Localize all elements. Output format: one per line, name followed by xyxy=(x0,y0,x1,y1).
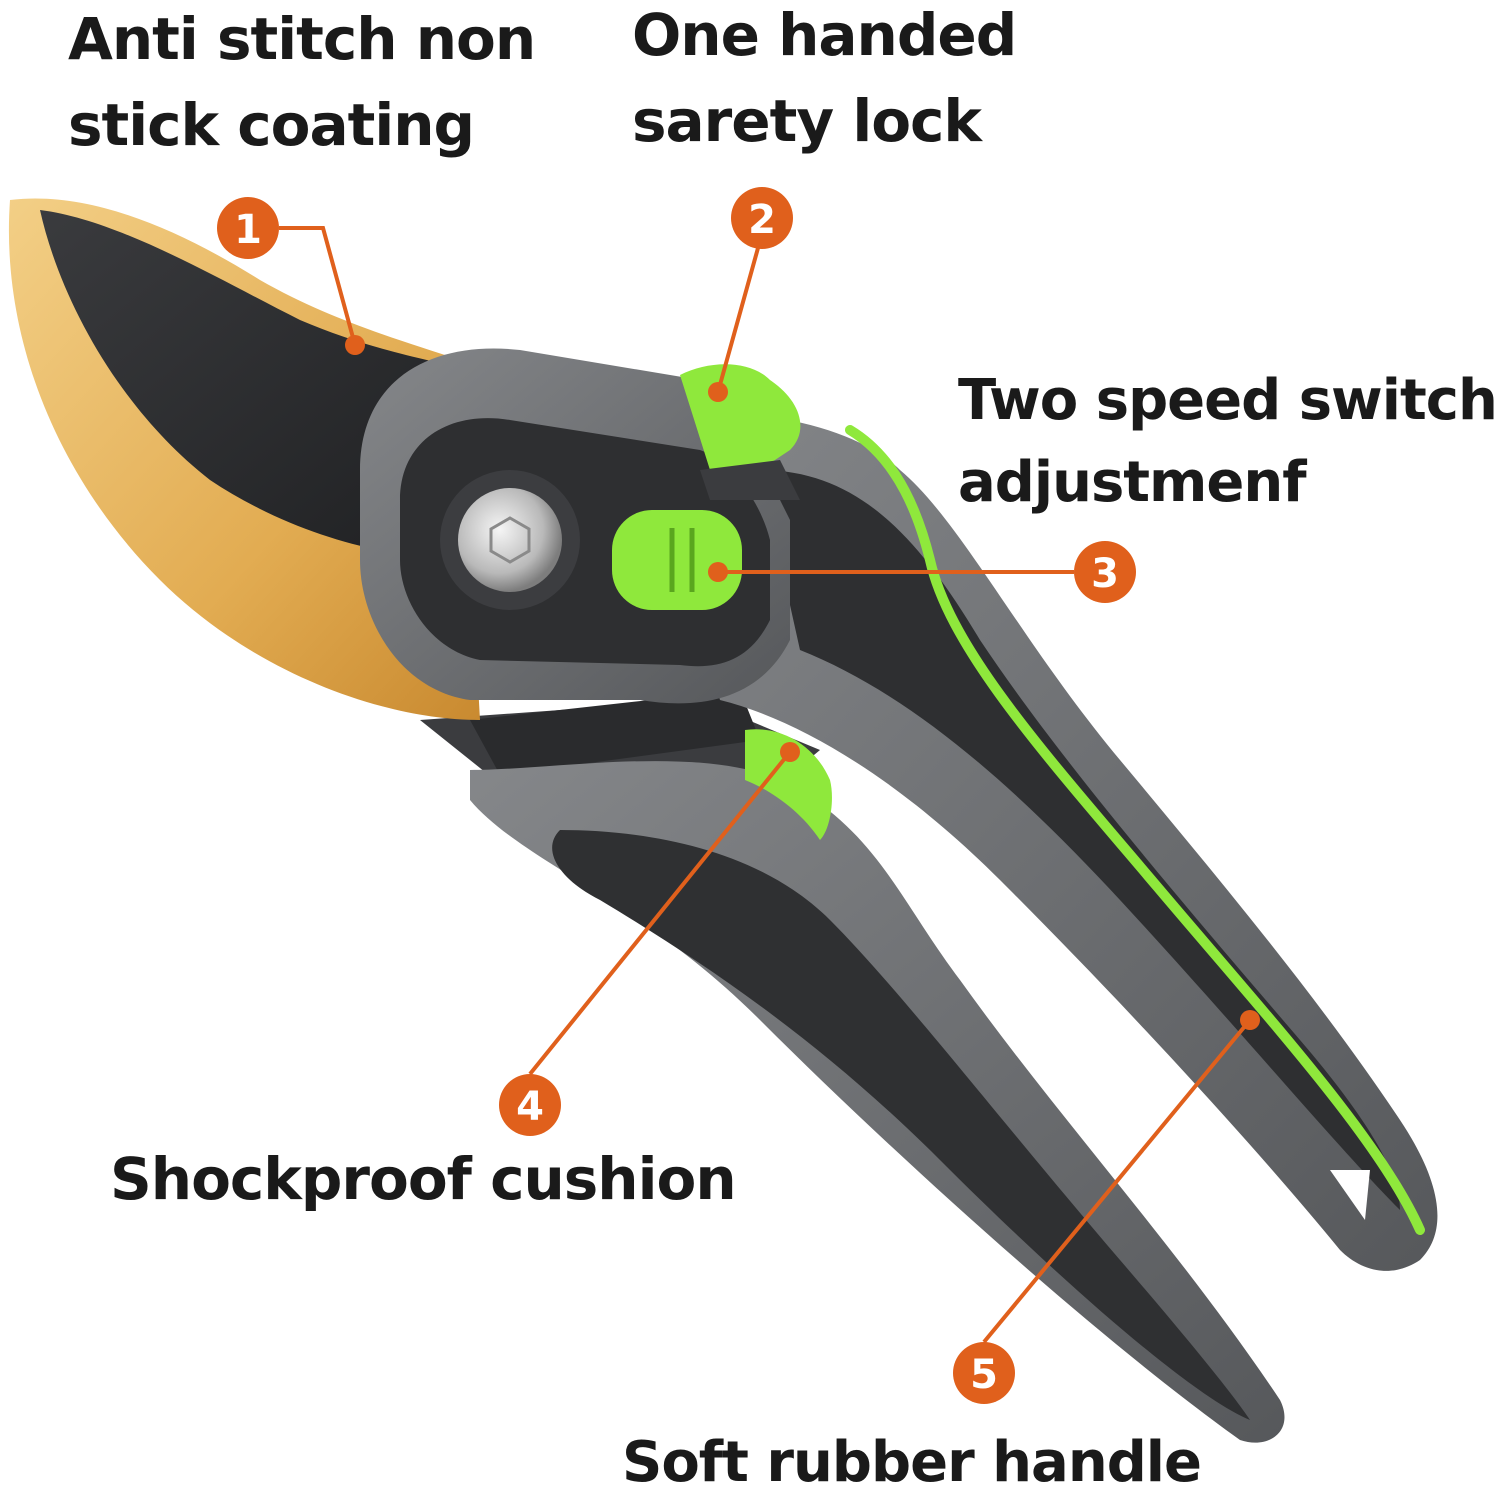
callout-badge-5: 5 xyxy=(953,1342,1015,1404)
callout-1-line-1: Anti stitch non xyxy=(68,5,536,73)
callout-label-5: Soft rubber handle xyxy=(622,1430,1202,1495)
callout-1-line-2: stick coating xyxy=(68,90,475,159)
callout-badge-2: 2 xyxy=(731,187,793,249)
callout-3-line-1: Two speed switch xyxy=(958,368,1498,433)
callout-label-3: Two speed switch adjustmenf xyxy=(958,368,1498,515)
pivot-bolt xyxy=(458,488,562,592)
callout-badge-1: 1 xyxy=(217,197,279,259)
callout-5-line-1: Soft rubber handle xyxy=(622,1430,1202,1495)
callout-line-5 xyxy=(982,1018,1252,1344)
callout-4-line-1: Shockproof cushion xyxy=(110,1145,737,1213)
callout-line-2 xyxy=(716,247,760,393)
svg-text:5: 5 xyxy=(970,1352,998,1398)
callout-label-4: Shockproof cushion xyxy=(110,1145,737,1213)
svg-text:4: 4 xyxy=(516,1084,544,1130)
svg-text:1: 1 xyxy=(234,207,262,253)
callout-badge-3: 3 xyxy=(1074,541,1136,603)
svg-text:3: 3 xyxy=(1091,551,1119,597)
callout-3-line-2: adjustmenf xyxy=(958,449,1307,515)
callout-label-1: Anti stitch non stick coating xyxy=(68,5,536,159)
callout-line-4 xyxy=(528,750,792,1076)
callout-dots xyxy=(345,335,1260,1030)
callout-2-line-2: sarety lock xyxy=(632,86,982,155)
lower-handle xyxy=(470,729,1285,1443)
callout-line-1 xyxy=(279,226,357,346)
speed-switch xyxy=(612,510,742,610)
callout-badge-4: 4 xyxy=(499,1074,561,1136)
callout-2-line-1: One handed xyxy=(632,1,1017,69)
upper-handle xyxy=(640,413,1438,1271)
svg-text:2: 2 xyxy=(748,197,776,243)
callout-label-2: One handed sarety lock xyxy=(632,1,1017,155)
callout-lines xyxy=(279,226,1252,1344)
